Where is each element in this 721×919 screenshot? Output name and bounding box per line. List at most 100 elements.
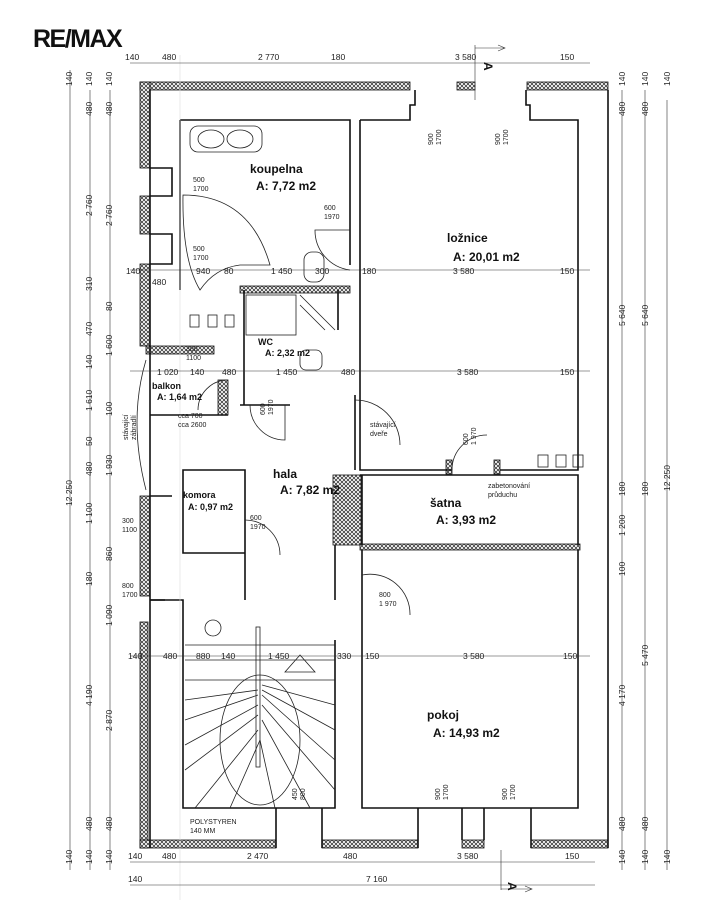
annotation-balkon-door: cca 700: [178, 413, 203, 420]
dimension-left-b: 2 870: [104, 709, 114, 731]
balcony-railing: [136, 359, 147, 491]
dimension-top: 3 580: [455, 52, 477, 62]
dimension-row-lower: 480: [163, 651, 177, 661]
annotation-pokoj-window-2: 1700: [510, 784, 517, 800]
annotation-pokoj-door: 1 970: [379, 601, 397, 608]
annotation-pokoj-window-2: 900: [502, 788, 509, 800]
double-sink-icon: [189, 125, 263, 153]
dimension-left-a: 2 760: [84, 194, 94, 216]
dimension-right-outer: 12 250: [662, 465, 672, 491]
wc-sink-icon: [299, 294, 336, 331]
dimension-row-lower: 3 580: [463, 651, 485, 661]
room-name-pokoj: pokoj: [427, 708, 459, 722]
dimension-left-a: 1 610: [84, 389, 94, 411]
dimension-right-b: 180: [640, 482, 650, 496]
dimension-row-upper: 1 450: [271, 266, 293, 276]
dimension-right-b: 140: [640, 72, 650, 86]
dimension-right-a: 180: [617, 482, 627, 496]
dimension-top: 180: [331, 52, 345, 62]
annotation-loznice-window-1: 1700: [436, 129, 443, 145]
dimension-row-lower: 330: [337, 651, 351, 661]
dimension-top: 140: [125, 52, 139, 62]
dimension-left-b: 1 930: [104, 454, 114, 476]
dimension-row-middle: 150: [560, 367, 574, 377]
annotation-koupelna-window-1: 500: [193, 177, 205, 184]
annotation-balkon-door: cca 2600: [178, 422, 207, 429]
annotation-loznice-window-2: 1700: [503, 129, 510, 145]
dimension-row-middle: 480: [341, 367, 355, 377]
annotation-stair-window: 1700: [122, 592, 138, 599]
annotation-wc-window: 300: [186, 346, 198, 353]
dimension-right-outer: 140: [662, 72, 672, 86]
room-name-wc: WC: [258, 337, 273, 347]
dimension-bottom: 480: [162, 851, 176, 861]
dimension-row-upper: 480: [152, 277, 166, 287]
annotation-wc-door: 1970: [268, 399, 275, 415]
annotation-wc-window: 1100: [186, 355, 201, 362]
dimension-left-a: 4 190: [84, 684, 94, 706]
dimension-left-outer: 140: [64, 850, 74, 864]
section-label-bottom: A: [505, 882, 519, 891]
dimension-left-a: 1 100: [84, 502, 94, 524]
dimension-right-a: 100: [617, 562, 627, 576]
corner-bathtub-icon: [182, 194, 271, 291]
annotation-railing: stávající: [123, 414, 130, 440]
dimension-bottom: 150: [565, 851, 579, 861]
dimension-left-b: 1 090: [104, 604, 114, 626]
room-area-hala: A: 7,82 m2: [280, 483, 340, 497]
dimension-right-outer: 140: [662, 850, 672, 864]
dimension-left-b: 1 600: [104, 334, 114, 356]
room-area-koupelna: A: 7,72 m2: [256, 179, 316, 193]
dimension-row-lower: 1 450: [268, 651, 290, 661]
dimension-left-a: 480: [84, 817, 94, 831]
dimension-bottom: 480: [343, 851, 357, 861]
dimension-left-a: 310: [84, 277, 94, 291]
dimension-row-lower: 140: [128, 651, 142, 661]
dimension-left-b: 480: [104, 102, 114, 116]
annotation-insulation: 140 MM: [190, 828, 215, 835]
annotation-insulation: POLYSTYREN: [190, 819, 237, 826]
dimension-right-a: 5 640: [617, 304, 627, 326]
shower-icon: [245, 294, 297, 336]
room-name-balkon: balkon: [152, 381, 181, 391]
dimension-bottom: 3 580: [457, 851, 479, 861]
remax-logo: RE/MAX: [33, 25, 123, 53]
dimension-row-lower: 880: [196, 651, 210, 661]
annotation-existing-door: stávající: [370, 422, 396, 429]
annotation-railing: zábradlí: [131, 415, 138, 440]
annotation-satna-door: 1 970: [471, 427, 478, 445]
annotation-vent: průduchu: [488, 491, 517, 499]
dimension-row-lower: 140: [221, 651, 235, 661]
dimension-left-a: 140: [84, 72, 94, 86]
annotation-pokoj-window-1: 900: [435, 788, 442, 800]
dimension-row-upper: 150: [560, 266, 574, 276]
dimension-right-a: 480: [617, 817, 627, 831]
dimension-row-middle: 1 020: [157, 367, 179, 377]
dimension-total: 7 160: [366, 874, 388, 884]
dimension-row-lower: 150: [563, 651, 577, 661]
annotation-koupelna-door: 1970: [324, 214, 340, 221]
room-area-satna: A: 3,93 m2: [436, 513, 496, 527]
dimension-bottom: 2 470: [247, 851, 269, 861]
dimension-top: 150: [560, 52, 574, 62]
dimension-row-middle: 480: [222, 367, 236, 377]
annotation-pokoj-window-1: 1700: [443, 784, 450, 800]
dimension-right-a: 480: [617, 102, 627, 116]
dimension-bottom: 140: [128, 851, 142, 861]
dimension-top: 480: [162, 52, 176, 62]
toilet-icon: [303, 251, 325, 283]
dimension-left-outer: 12 250: [64, 480, 74, 506]
annotation-komora-door: 1970: [250, 524, 266, 531]
dimension-total: 140: [128, 874, 142, 884]
dimension-left-a: 470: [84, 322, 94, 336]
annotation-koupelna-window-1: 1700: [193, 186, 209, 193]
annotation-wc-door: 600: [260, 403, 267, 415]
dimension-left-a: 50: [84, 436, 94, 446]
room-area-komora: A: 0,97 m2: [188, 502, 233, 512]
annotation-koupelna-window-2: 500: [193, 246, 205, 253]
dimension-right-b: 5 640: [640, 304, 650, 326]
dimension-left-a: 480: [84, 462, 94, 476]
room-area-wc: A: 2,32 m2: [265, 348, 310, 358]
interior-walls: [149, 90, 609, 848]
